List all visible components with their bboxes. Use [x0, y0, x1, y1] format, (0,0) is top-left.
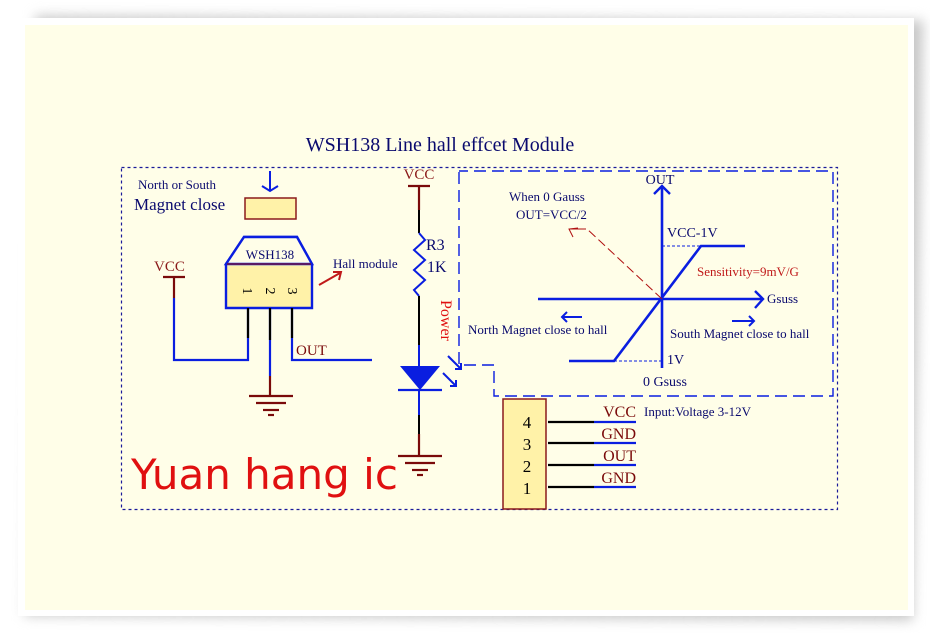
graph-origin-label: 0 Gsuss	[643, 375, 687, 390]
connector-pin-number: 2	[523, 457, 532, 476]
chip-pin-3: 3	[284, 288, 299, 295]
module-outline	[120, 166, 839, 511]
graph-x-label: Gsuss	[767, 291, 798, 306]
sensor-out-label: OUT	[296, 343, 327, 359]
hall-module-arrow-icon	[318, 271, 343, 286]
connector-pin-signal: GND	[601, 470, 636, 487]
power-led-label: Power	[437, 300, 454, 342]
connector-pin-signal: VCC	[603, 404, 636, 421]
input-voltage-note: Input:Voltage 3-12V	[644, 404, 752, 419]
hall-sensor-chip	[223, 235, 315, 310]
connector-pin-signal: GND	[601, 426, 636, 443]
sensor-vcc-label: VCC	[154, 259, 185, 275]
south-magnet-label: South Magnet close to hall	[670, 326, 810, 341]
chip-name: WSH138	[246, 247, 294, 262]
graph-outline	[458, 170, 834, 397]
zero-gauss-pointer	[585, 227, 663, 300]
magnet-label-line2: Magnet close	[134, 195, 225, 214]
graph-high-label: VCC-1V	[667, 226, 718, 241]
resistor-value: 1K	[427, 259, 447, 276]
connector-pin-signal: OUT	[603, 448, 636, 465]
connector-pin-number: 4	[523, 413, 532, 432]
zero-note-line2: OUT=VCC/2	[516, 207, 587, 222]
sensitivity-label: Sensitivity=9mV/G	[697, 264, 799, 279]
transfer-graph	[538, 184, 765, 368]
chip-pin-1: 1	[239, 288, 254, 295]
resistor-ref: R3	[426, 237, 445, 254]
ground-symbol-icon	[249, 394, 293, 417]
graph-y-label: OUT	[646, 173, 675, 188]
connector-pin-number: 1	[523, 479, 532, 498]
watermark: Yuan hang ic	[130, 450, 398, 499]
north-magnet-label: North Magnet close to hall	[468, 322, 608, 337]
led-ground-symbol-icon	[398, 454, 442, 477]
chip-pin-2: 2	[262, 288, 277, 295]
magnet-block	[244, 197, 297, 220]
led-symbol-icon	[398, 355, 462, 392]
resistor-symbol-icon	[412, 232, 427, 297]
magnet-arrow-icon	[261, 171, 279, 193]
led-vcc-label: VCC	[404, 167, 435, 183]
south-arrow-icon	[732, 315, 756, 327]
hall-module-label: Hall module	[333, 256, 398, 271]
page-title: WSH138 Line hall effcet Module	[306, 134, 575, 156]
zero-note-line1: When 0 Gauss	[509, 189, 585, 204]
transfer-curve	[569, 244, 745, 363]
connector-pin-lines	[548, 420, 636, 489]
connector-body	[502, 398, 547, 510]
connector-pin-number: 3	[523, 435, 532, 454]
schematic-sheet	[25, 25, 908, 610]
graph-low-label: 1V	[667, 353, 684, 368]
magnet-label-line1: North or South	[138, 177, 217, 192]
north-arrow-icon	[560, 311, 582, 323]
